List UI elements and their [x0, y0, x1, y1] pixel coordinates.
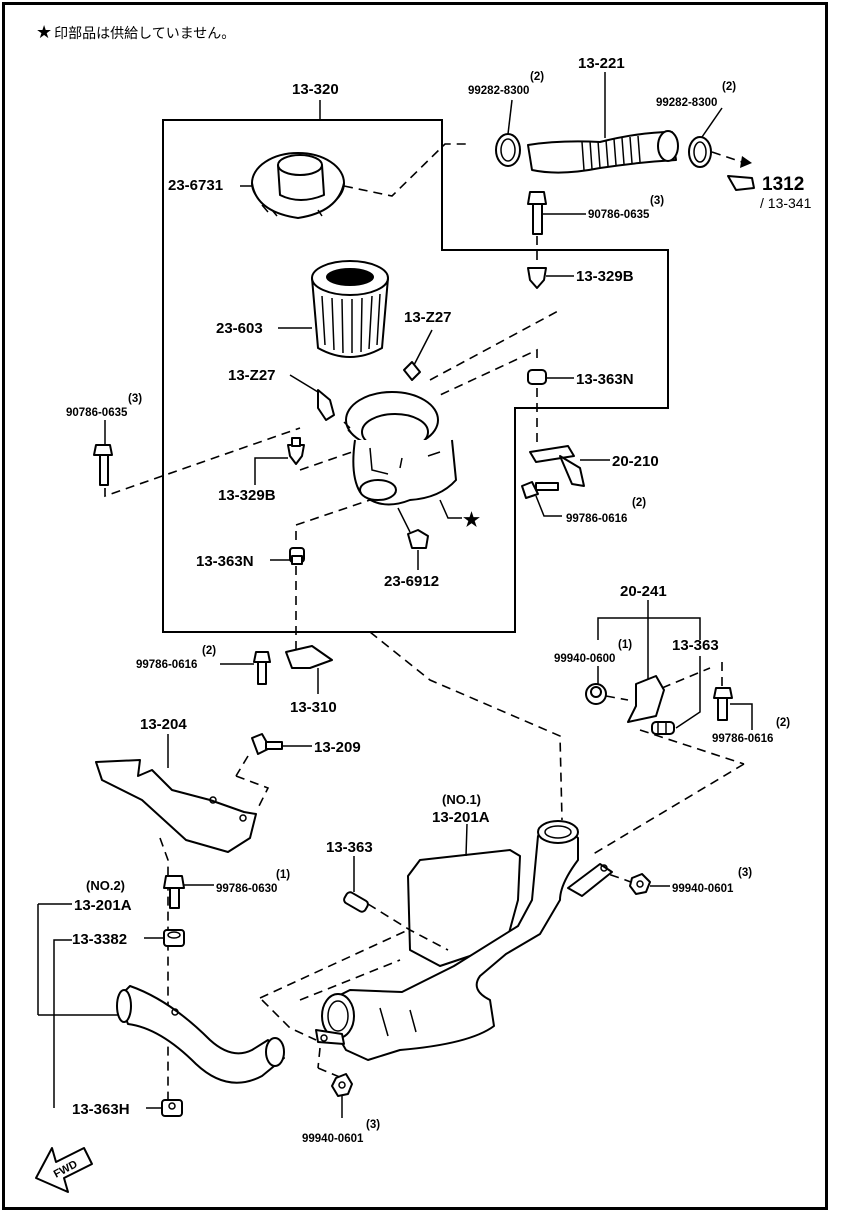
- label-13-201A-no1: 13-201A: [432, 809, 490, 826]
- label-99786-0630: 99786-0630: [216, 883, 277, 895]
- grommet-13-363-a[interactable]: [651, 721, 675, 735]
- label-13-204: 13-204: [140, 716, 187, 733]
- label-99786-c: 99786-0616: [136, 659, 197, 671]
- bolt-90786-top[interactable]: [527, 191, 547, 235]
- tag-no1: (NO.1): [442, 792, 481, 807]
- clamp-99282-right[interactable]: [688, 136, 712, 168]
- label-99940-0601-b: 99940-0601: [302, 1133, 364, 1145]
- footnote-text: 印部品は供給していません。: [54, 26, 236, 42]
- clamp-99282-left[interactable]: [495, 133, 521, 167]
- label-13-363H: 13-363H: [72, 1101, 130, 1118]
- label-23-6912: 23-6912: [384, 573, 439, 590]
- label-13-221: 13-221: [578, 55, 625, 72]
- qty-99786-0630: (1): [276, 869, 290, 881]
- grommet-13-363N-left[interactable]: [289, 547, 305, 565]
- qty-99282-left: (2): [530, 71, 544, 83]
- label-99282-right: 99282-8300: [656, 97, 717, 109]
- bracket-20-241[interactable]: [627, 675, 665, 723]
- qty-90786-left: (3): [128, 393, 142, 405]
- filter-cover[interactable]: [251, 152, 345, 219]
- bolt-99786-0630[interactable]: [163, 875, 185, 909]
- bolt-13-209[interactable]: [251, 733, 283, 755]
- grommet-13-329B-left[interactable]: [287, 437, 305, 465]
- qty-99940-0601-a: (3): [738, 867, 752, 879]
- label-20-210: 20-210: [612, 453, 659, 470]
- bracket-13-310[interactable]: [285, 645, 333, 669]
- nut-99940-0601-a[interactable]: [629, 873, 651, 895]
- qty-99786-b: (2): [776, 717, 790, 729]
- nut-99940-0601-b[interactable]: [331, 1073, 353, 1097]
- bolt-99786-0616-c[interactable]: [253, 651, 271, 685]
- bolt-99786-0616-b[interactable]: [713, 687, 733, 721]
- label-13-363-b: 13-363: [326, 839, 373, 856]
- label-13-209: 13-209: [314, 739, 361, 756]
- bracket-line-20-241: [597, 617, 701, 640]
- label-13-363N-right: 13-363N: [576, 371, 634, 388]
- pointing-hand-icon: [727, 175, 755, 191]
- filter-element[interactable]: [311, 260, 389, 358]
- label-99940-0600: 99940-0600: [554, 653, 615, 665]
- label-99282-left: 99282-8300: [468, 85, 529, 97]
- label-13-329B-right: 13-329B: [576, 268, 634, 285]
- label-20-241: 20-241: [620, 583, 667, 600]
- footnote: ★印部品は供給していません。: [36, 22, 235, 43]
- label-99786-b: 99786-0616: [712, 733, 773, 745]
- qty-90786-top: (3): [650, 195, 664, 207]
- label-13-3382: 13-3382: [72, 931, 127, 948]
- plate-13-204[interactable]: [95, 759, 257, 853]
- qty-99786-a: (2): [632, 497, 646, 509]
- clip-13-Z27-left[interactable]: [317, 389, 335, 421]
- label-90786-left: 90786-0635: [66, 407, 128, 419]
- label-13-Z27-left: 13-Z27: [228, 367, 276, 384]
- label-13-329B-left: 13-329B: [218, 487, 276, 504]
- label-13-201A-no2: 13-201A: [74, 897, 132, 914]
- grommet-13-363N-right[interactable]: [527, 369, 547, 385]
- drain-valve[interactable]: [407, 529, 429, 549]
- label-99940-0601-a: 99940-0601: [672, 883, 734, 895]
- label-90786-top: 90786-0635: [588, 209, 650, 221]
- nut-99940-0600[interactable]: [585, 683, 607, 705]
- label-1312: 1312: [762, 174, 804, 195]
- star-icon: ★: [36, 22, 53, 43]
- grommet-13-363-b[interactable]: [343, 891, 370, 913]
- label-13-320: 13-320: [292, 81, 339, 98]
- label-13-310: 13-310: [290, 699, 337, 716]
- qty-99940-0601-b: (3): [366, 1119, 380, 1131]
- tag-no2: (NO.2): [86, 878, 125, 893]
- assembly-box-13-320: [162, 119, 669, 633]
- grommet-13-329B-right[interactable]: [527, 267, 547, 289]
- hose-13-221[interactable]: [527, 130, 679, 174]
- clip-13-Z27-upper[interactable]: [403, 361, 421, 381]
- qty-99786-c: (2): [202, 645, 216, 657]
- fwd-arrow-icon: [35, 1147, 93, 1193]
- label-13-363-a: 13-363: [672, 637, 719, 654]
- filter-case[interactable]: [343, 391, 457, 506]
- label-23-6731: 23-6731: [168, 177, 223, 194]
- qty-99940-0600: (1): [618, 639, 632, 651]
- label-99786-a: 99786-0616: [566, 513, 627, 525]
- duct-no2-13-201A[interactable]: [116, 985, 285, 1084]
- bolt-99786-0616-a[interactable]: [521, 481, 559, 499]
- label-23-603: 23-603: [216, 320, 263, 337]
- duct-no1-13-201A[interactable]: [315, 820, 613, 1061]
- bolt-90786-left[interactable]: [93, 444, 113, 486]
- bracket-20-210[interactable]: [529, 445, 585, 487]
- grommet-13-363H[interactable]: [161, 1099, 183, 1117]
- qty-99282-right: (2): [722, 81, 736, 93]
- label-13-Z27-upper: 13-Z27: [404, 309, 452, 326]
- grommet-13-3382[interactable]: [163, 929, 185, 947]
- label-13-363N-left: 13-363N: [196, 553, 254, 570]
- label-13-341: / 13-341: [760, 195, 812, 211]
- star-mark-icon: ★: [463, 510, 480, 531]
